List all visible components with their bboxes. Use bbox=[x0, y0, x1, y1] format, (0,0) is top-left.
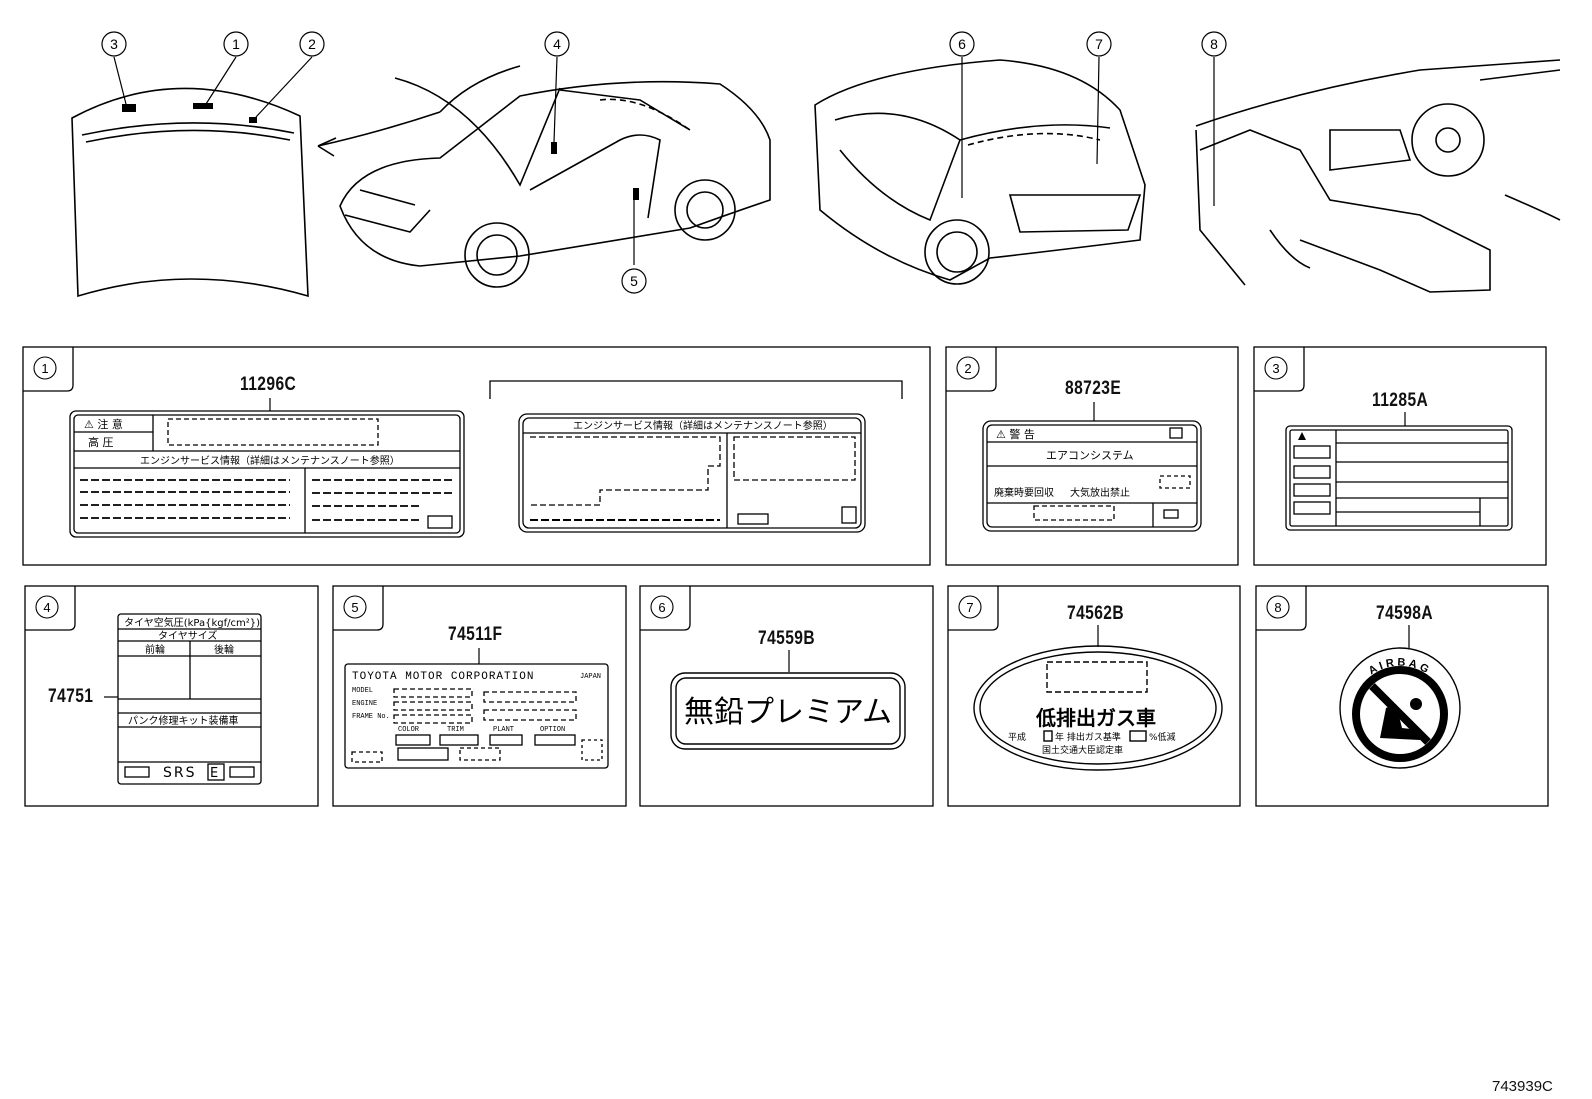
label-11296C bbox=[69, 410, 465, 538]
panel-7-number: 7 bbox=[966, 600, 973, 615]
label-2-warning: ⚠ 警 告 bbox=[996, 427, 1035, 441]
label-4-repair-kit: パンク修理キット装備車 bbox=[128, 714, 239, 727]
panel-2-number: 2 bbox=[964, 361, 971, 376]
label-7-line2: 国土交通大臣認定車 bbox=[1042, 744, 1123, 756]
label-74559B bbox=[670, 672, 906, 750]
panel-3-number: 3 bbox=[1272, 361, 1279, 376]
label-5-color: COLOR bbox=[398, 726, 420, 734]
label-11285A bbox=[1285, 425, 1513, 531]
label-4-title: タイヤ空気圧(kPa{kgf/cm²}) bbox=[124, 616, 260, 629]
label-5-option: OPTION bbox=[540, 726, 565, 734]
label-2-no-release: 大気放出禁止 bbox=[1070, 486, 1130, 499]
part-number-11285A: 11285A bbox=[1372, 390, 1429, 411]
label-7-title: 低排出ガス車 bbox=[1035, 706, 1156, 730]
callout-3: 3 bbox=[110, 36, 118, 52]
label-5-engine: ENGINE bbox=[352, 700, 377, 708]
callout-6: 6 bbox=[958, 36, 966, 52]
panel-6-number: 6 bbox=[658, 600, 665, 615]
label-5-maker: TOYOTA MOTOR CORPORATION bbox=[352, 671, 534, 683]
label-74562B bbox=[973, 645, 1223, 771]
label-74598A bbox=[1339, 647, 1461, 769]
label-5-plant: PLANT bbox=[493, 726, 514, 734]
callout-8: 8 bbox=[1210, 36, 1218, 52]
label-2-recover: 廃棄時要回収 bbox=[994, 486, 1054, 499]
callout-4: 4 bbox=[553, 36, 561, 52]
label-7-line1c: %低減 bbox=[1149, 731, 1176, 743]
hood-drawing bbox=[71, 87, 309, 298]
label-7-line1b: 年 排出ガス基準 bbox=[1055, 731, 1121, 743]
label-2-title: エアコンシステム bbox=[1046, 449, 1134, 462]
label-7-line1a: 平成 bbox=[1008, 731, 1026, 743]
part-number-74562B: 74562B bbox=[1067, 603, 1125, 624]
part-number-74559B: 74559B bbox=[758, 628, 816, 649]
label-1-caution: ⚠ 注 意 bbox=[84, 417, 123, 431]
callout-7: 7 bbox=[1095, 36, 1103, 52]
part-number-74511F: 74511F bbox=[448, 624, 503, 645]
label-88723E bbox=[982, 420, 1202, 532]
vehicle-illustrations: 3 1 2 4 5 6 7 8 bbox=[71, 31, 1561, 298]
part-number-11296C: 11296C bbox=[240, 374, 297, 395]
figure-id: 743939C bbox=[1492, 1078, 1553, 1095]
interior-drawing bbox=[1195, 59, 1561, 293]
callout-5: 5 bbox=[630, 273, 638, 289]
label-74511F bbox=[344, 663, 609, 769]
label-5-frame: FRAME No. bbox=[352, 713, 390, 721]
label-5-country: JAPAN bbox=[580, 673, 601, 681]
callout-2: 2 bbox=[308, 36, 316, 52]
panel-4-number: 4 bbox=[43, 600, 50, 615]
label-1-high-voltage: 高 圧 bbox=[88, 435, 114, 449]
part-number-88723E: 88723E bbox=[1065, 378, 1122, 399]
part-number-74751: 74751 bbox=[48, 686, 94, 707]
label-4-e: E bbox=[210, 766, 218, 781]
label-4-rear: 後輪 bbox=[214, 643, 234, 656]
label-5-model: MODEL bbox=[352, 687, 373, 695]
part-number-74598A: 74598A bbox=[1376, 603, 1434, 624]
label-74751 bbox=[117, 613, 262, 785]
rear-car-drawing bbox=[814, 59, 1146, 281]
label-6-text: 無鉛プレミアム bbox=[684, 695, 892, 730]
label-4-front: 前輪 bbox=[145, 643, 165, 656]
label-4-tire-size: タイヤサイズ bbox=[158, 629, 217, 642]
label-1-engine-info: エンジンサービス情報（詳細はメンテナンスノート参照） bbox=[140, 454, 400, 467]
label-5-trim: TRIM bbox=[447, 726, 464, 734]
front-car-drawing bbox=[339, 80, 771, 267]
panel-8-number: 8 bbox=[1274, 600, 1281, 615]
arrow-icon bbox=[317, 111, 441, 147]
panel-1-number: 1 bbox=[41, 361, 48, 376]
label-4-srs: SRS bbox=[163, 765, 197, 781]
callout-1: 1 bbox=[232, 36, 240, 52]
panel-5-number: 5 bbox=[351, 600, 358, 615]
label-1-alt-engine-info: エンジンサービス情報（詳細はメンテナンスノート参照） bbox=[573, 419, 833, 432]
